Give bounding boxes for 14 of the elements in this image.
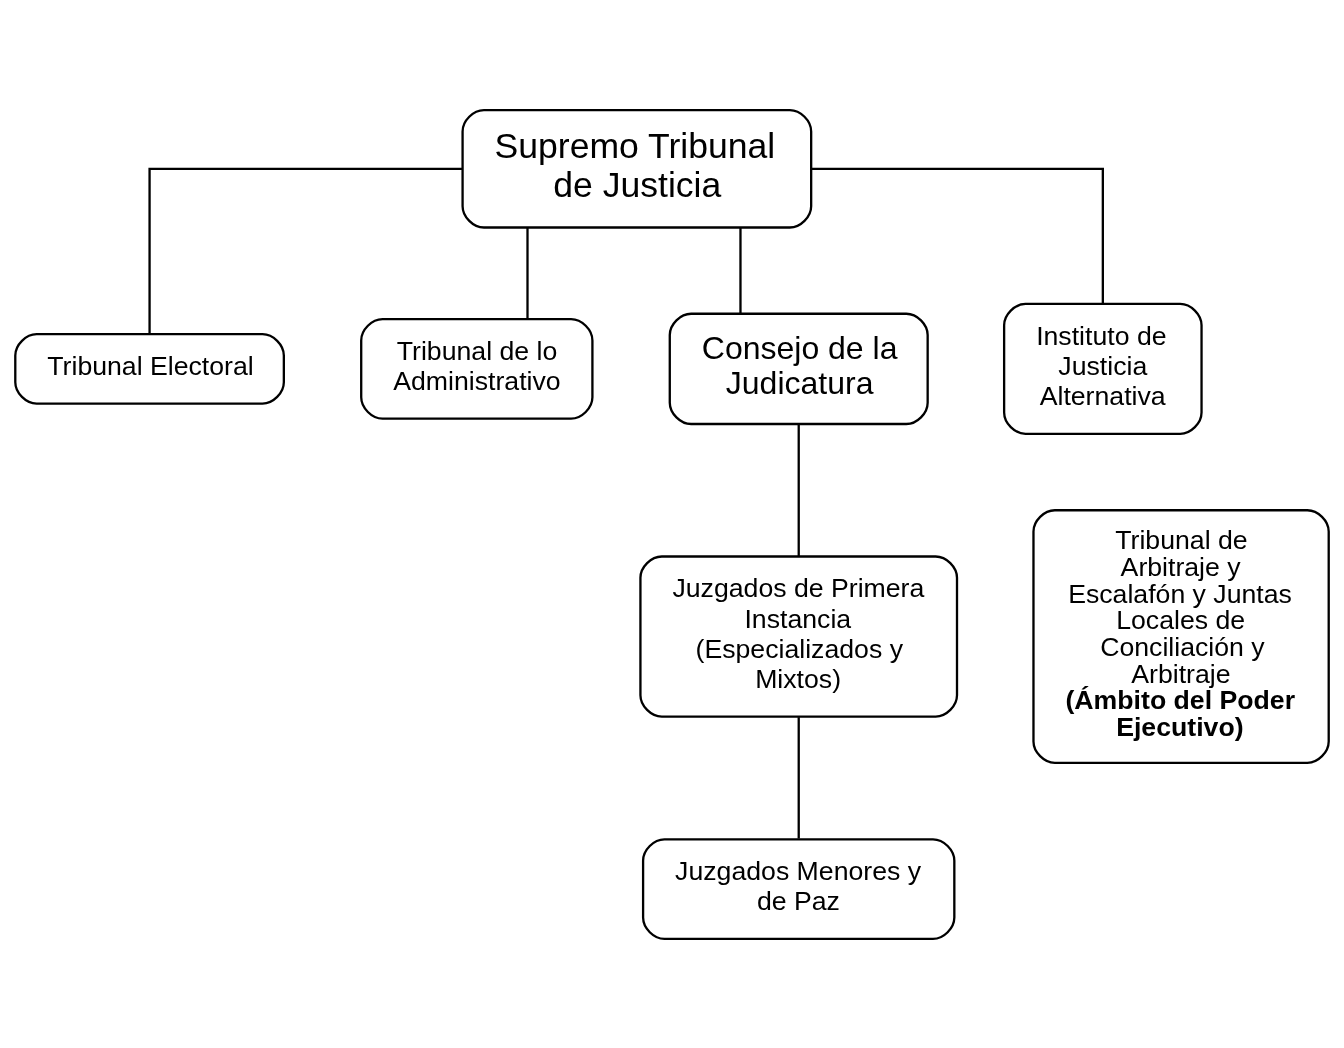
node-box: Supremo Tribunal de Justicia [461,108,813,229]
node-box: Consejo de la Judicatura [668,312,929,425]
node-box: Tribunal de lo Administrativo [360,317,594,420]
connector [148,167,463,334]
connector [797,716,800,839]
node-box: Juzgados Menores y de Paz [641,837,956,940]
connector [811,167,1104,304]
node-box: Instituto de Justicia Alternativa [1002,302,1203,435]
connector [739,227,742,313]
connector [526,227,529,318]
node-box: Tribunal Electoral [14,332,285,405]
node-box: Tribunal de Arbitraje y Escalafón y Juntas Locales de Conciliación y Arbitraje (Ámbito del Poder Ejecutivo) [1032,508,1330,764]
connector [797,423,800,556]
node-box: Juzgados de Primera Instancia (Especializados y Mixtos) [639,554,959,718]
